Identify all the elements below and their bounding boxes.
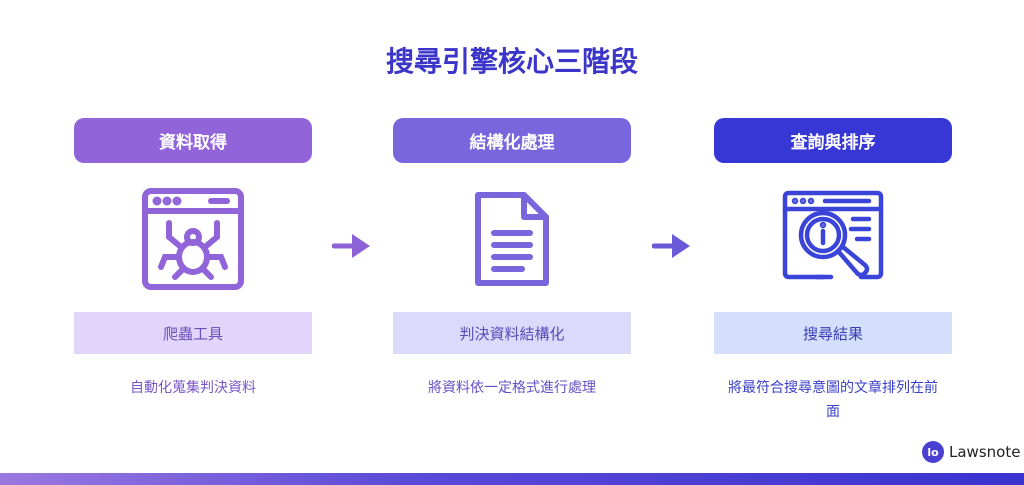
stage-description: 將最符合搜尋意圖的文章排列在前面	[728, 380, 938, 420]
page-title: 搜尋引擎核心三階段	[385, 45, 638, 78]
footer-gradient-bar	[0, 473, 1024, 485]
stage-tool: 爬蟲工具	[74, 312, 312, 354]
stage-3: 查詢與排序 搜尋結果 將最符合搜尋意圖的文章排列在前面	[714, 118, 952, 424]
stage-1: 資料取得 爬蟲工具 自動化蒐集判決資料	[74, 118, 312, 400]
stage-header: 結構化處理	[393, 118, 631, 163]
search-browser-icon	[714, 163, 952, 315]
logo-mark-icon: lo	[922, 441, 944, 463]
stage-2: 結構化處理 判決資料結構化 將資料依一定格式進行處理	[393, 118, 631, 400]
stage-description: 將資料依一定格式進行處理	[428, 380, 596, 396]
stage-tool: 判決資料結構化	[393, 312, 631, 354]
stage-header: 查詢與排序	[714, 118, 952, 163]
stage-tool: 搜尋結果	[714, 312, 952, 354]
lawsnote-logo: lo Lawsnote	[922, 441, 1020, 463]
arrow-right-icon	[651, 232, 692, 264]
stage-description: 自動化蒐集判決資料	[130, 380, 256, 396]
stage-header: 資料取得	[74, 118, 312, 163]
document-icon	[393, 163, 631, 315]
logo-text: Lawsnote	[949, 443, 1021, 461]
spider-browser-icon	[74, 163, 312, 315]
arrow-right-icon	[331, 232, 372, 264]
